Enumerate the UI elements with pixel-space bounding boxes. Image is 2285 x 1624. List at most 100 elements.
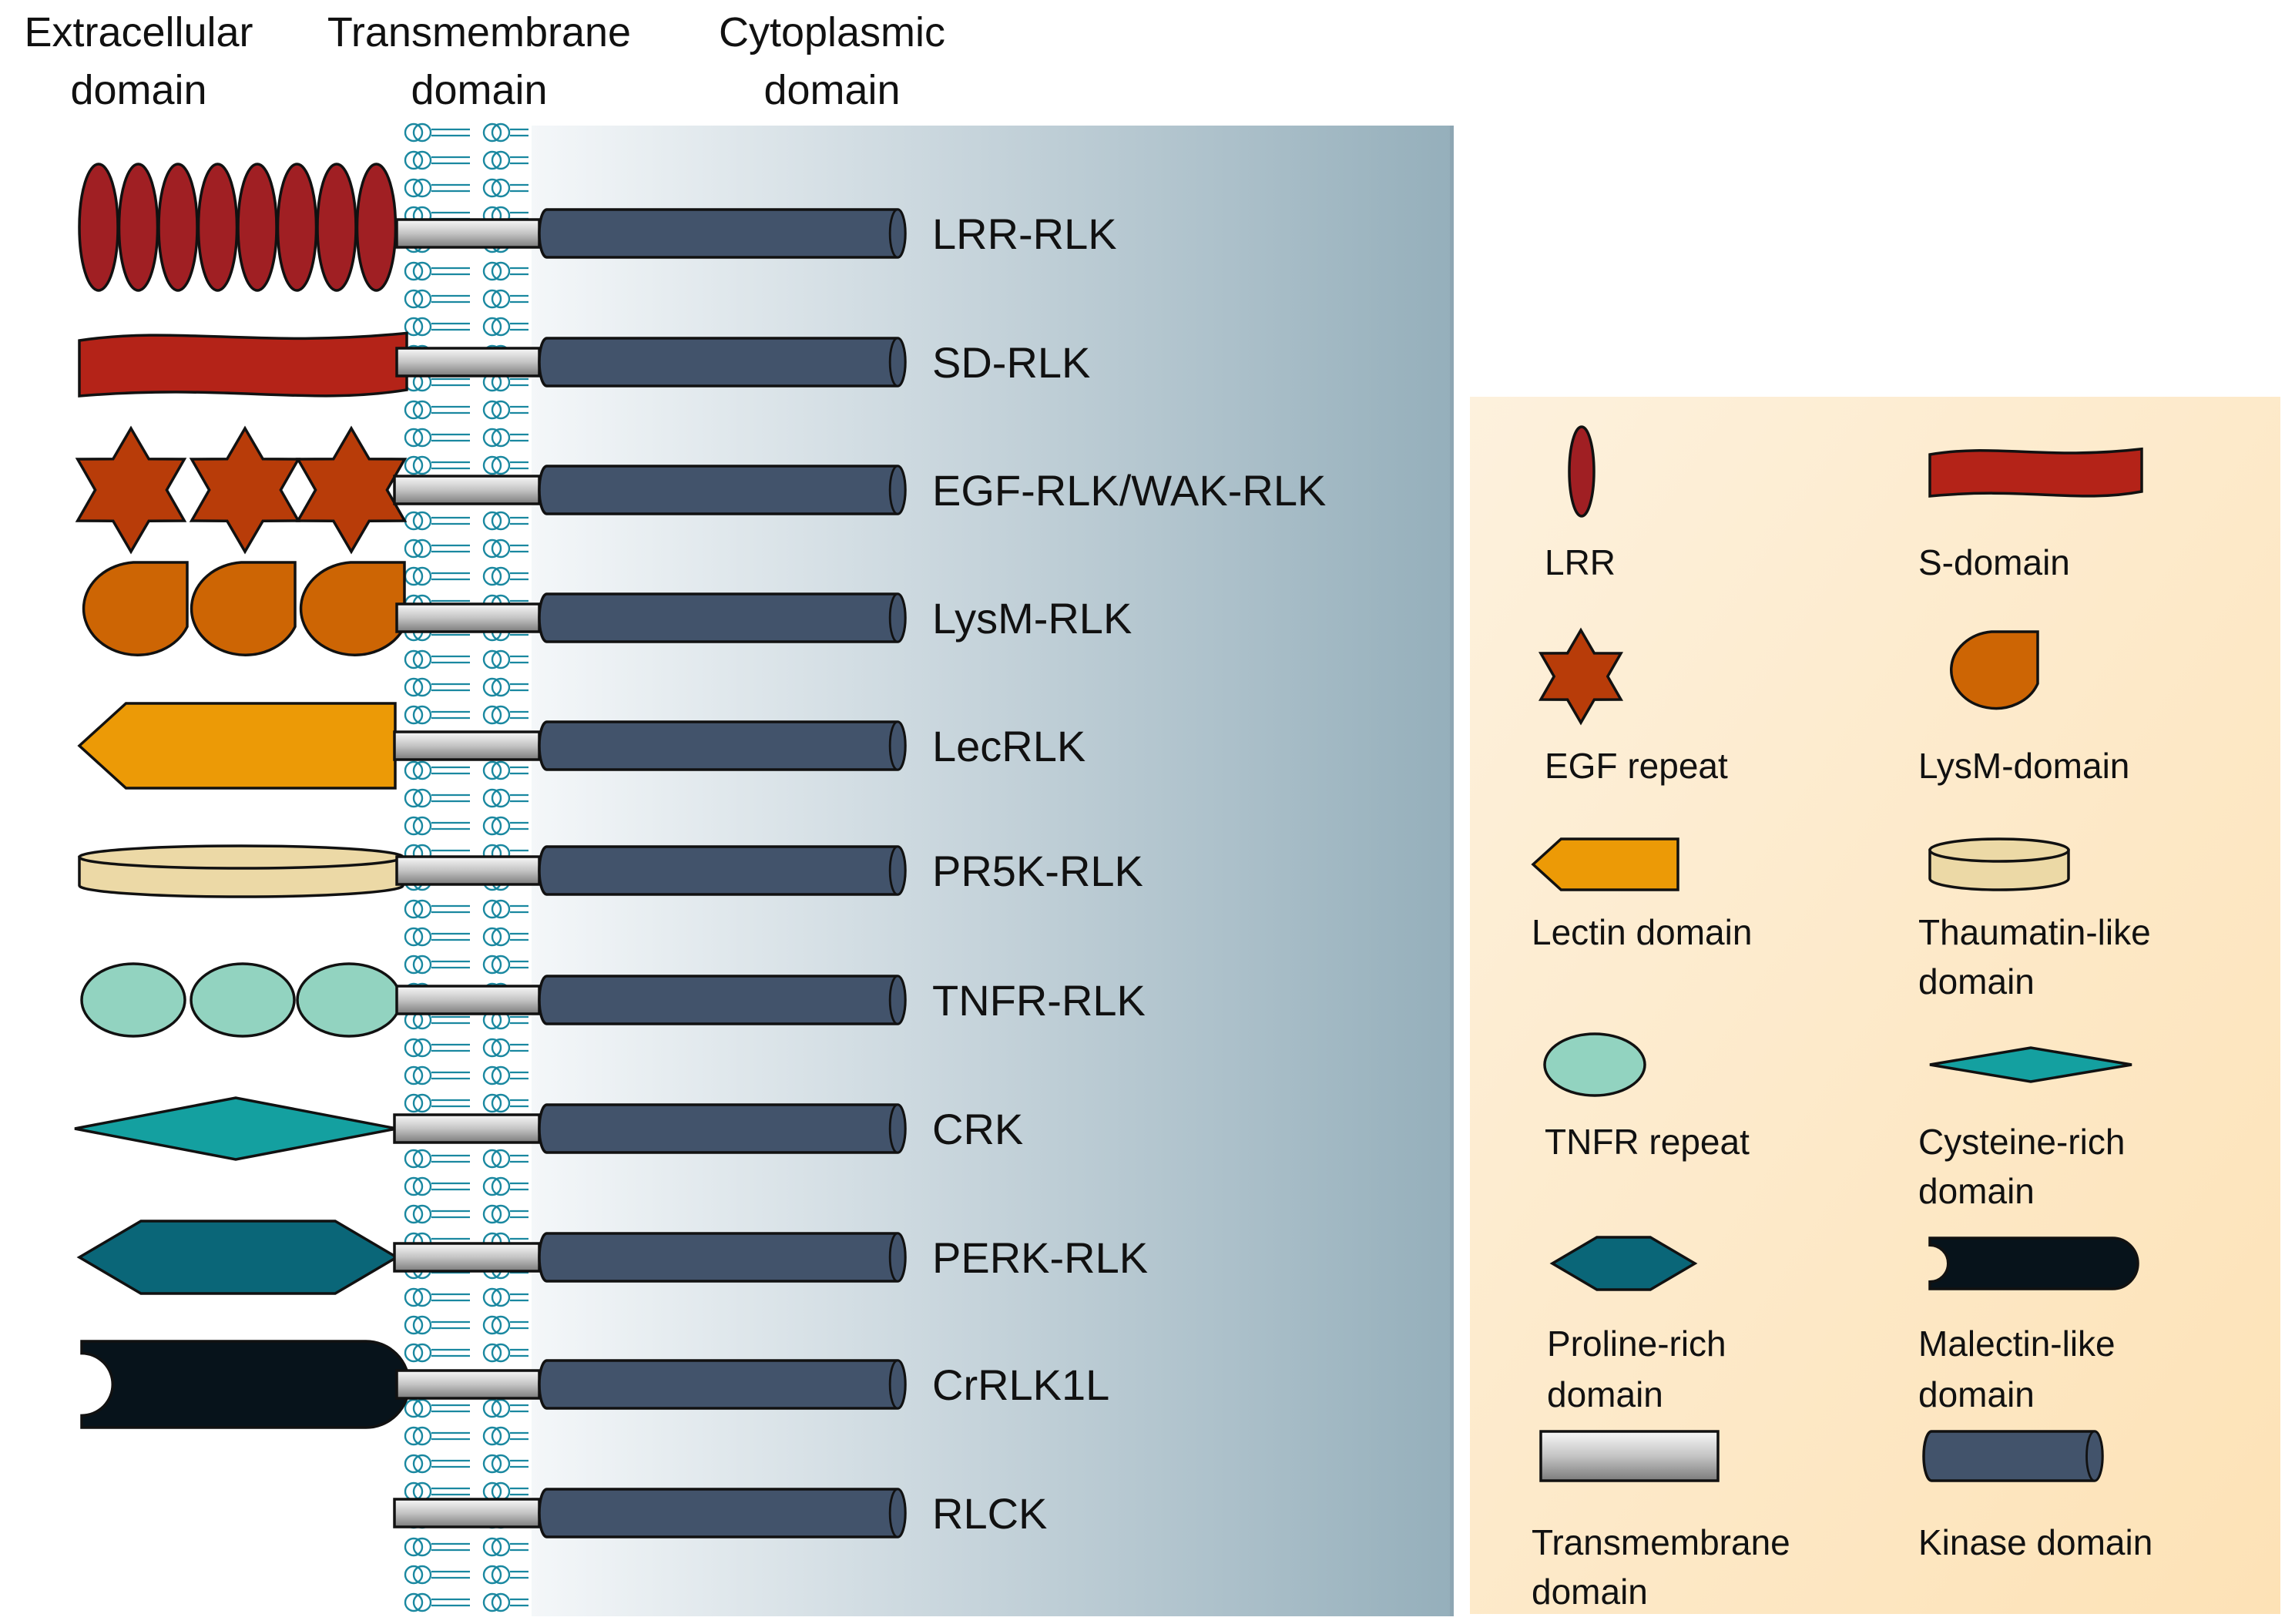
lipid-head [412,1093,432,1113]
lipid-head [491,1565,511,1585]
lipid-head [482,1065,502,1085]
lipid-head [491,1149,511,1169]
receptor-row-crk: CRK [74,1096,1023,1161]
header-cytoplasmic-line1: Cytoplasmic [719,9,945,55]
kinase-cylinder-body [538,1488,907,1538]
lipid-head [404,788,424,808]
lipid-head [412,788,432,808]
kinase-cylinder [538,1488,907,1538]
receptor-row-crrlk1l: CrRLK1L [80,1340,1109,1429]
lipid-head [482,1038,502,1058]
lipid-head [412,289,432,309]
column-headers: Extracellular domain Transmembrane domai… [24,9,945,113]
lipid-head [412,1343,432,1363]
lipid-head [412,1176,432,1196]
lipid-head [482,122,502,143]
lipid-head [491,1204,511,1224]
thaumatin-shape [78,844,404,898]
lipid-head [491,816,511,836]
lipid-head [482,1204,502,1224]
lipid-head [482,1398,502,1418]
transmembrane-bar [395,985,541,1015]
kinase-icon-body [1922,1430,2104,1482]
proline-icon [1549,1236,1698,1291]
receptor-label: LecRLK [932,722,1085,770]
lipid-head [482,1093,502,1113]
kinase-cylinder [538,1103,907,1154]
malectin-shape [80,1340,411,1429]
lipid-head [482,705,502,725]
kinase-cylinder [538,337,907,388]
lysm-icon [1950,630,2039,710]
lipid-head [482,428,502,448]
lipid-head [412,317,432,337]
lrr-repeat [157,163,199,292]
receptor-label: EGF-RLK/WAK-RLK [932,466,1326,515]
receptor-label: SD-RLK [932,338,1090,387]
receptor-label: LRR-RLK [932,210,1117,258]
lipid-head [482,566,502,586]
lipid-head [404,261,424,281]
lipid-head [482,927,502,947]
kinase-cylinder [538,592,907,643]
lipid-head [482,150,502,170]
lipid-head [491,1592,511,1612]
lipid-head [491,955,511,975]
lipid-head [404,760,424,780]
kinase-cylinder-cap [888,1232,907,1283]
lipid-head [491,400,511,420]
kinase-cylinder [538,1232,907,1283]
kinase-cylinder-body [538,208,907,259]
lipid-head [482,178,502,198]
lipid-head [404,1176,424,1196]
lipid-head [412,955,432,975]
thaumatin-shape-top [78,844,404,870]
receptor-label: PR5K-RLK [932,847,1143,895]
lipid-head [491,1287,511,1307]
legend-label: TNFR repeat [1545,1122,1750,1162]
kinase-cylinder-cap [888,1103,907,1154]
legend-item-lrr: LRR [1545,425,1616,582]
legend-item-kinase: Kinase domain [1918,1430,2152,1562]
receptor-rows: LRR-RLK SD-RLK EGF-RLK/WAK-RLK LysM-RLK LecR… [74,163,1326,1538]
lipid-head [404,1426,424,1446]
lipid-head [404,150,424,170]
lipid-head [404,1537,424,1557]
lysm-repeat [190,561,297,656]
lipid-head [491,428,511,448]
lipid-head [482,955,502,975]
lipid-head [412,455,432,475]
lipid-head [404,1398,424,1418]
legend-label: LysM-domain [1918,746,2129,786]
lipid-head [404,400,424,420]
transmembrane-bar [393,730,541,761]
receptor-row-sd-rlk: SD-RLK [78,331,1090,398]
lipid-head [404,649,424,669]
kinase-cylinder-cap [888,1359,907,1410]
lipid-head [404,1287,424,1307]
lipid-head [412,1537,432,1557]
lipid-head [482,289,502,309]
transmembrane-bar [395,347,541,377]
receptor-label: RLCK [932,1489,1047,1538]
lipid-head [404,122,424,143]
receptor-label: LysM-RLK [932,594,1132,643]
tnfr-repeat [80,962,186,1038]
cytoplasm-border-right [1450,126,1454,1616]
lectin-shape [77,702,397,790]
kinase-cylinder [538,845,907,896]
lipid-head [412,1149,432,1169]
legend-label: S-domain [1918,542,2070,582]
kinase-cylinder-cap [888,337,907,388]
kinase-cylinder-body [538,720,907,771]
lipid-head [482,1176,502,1196]
lipid-head [404,455,424,475]
transmembrane-bar [393,1498,541,1528]
lipid-head [412,566,432,586]
lipid-head [482,1287,502,1307]
legend-item-lectin: Lectin domain [1531,837,1752,952]
